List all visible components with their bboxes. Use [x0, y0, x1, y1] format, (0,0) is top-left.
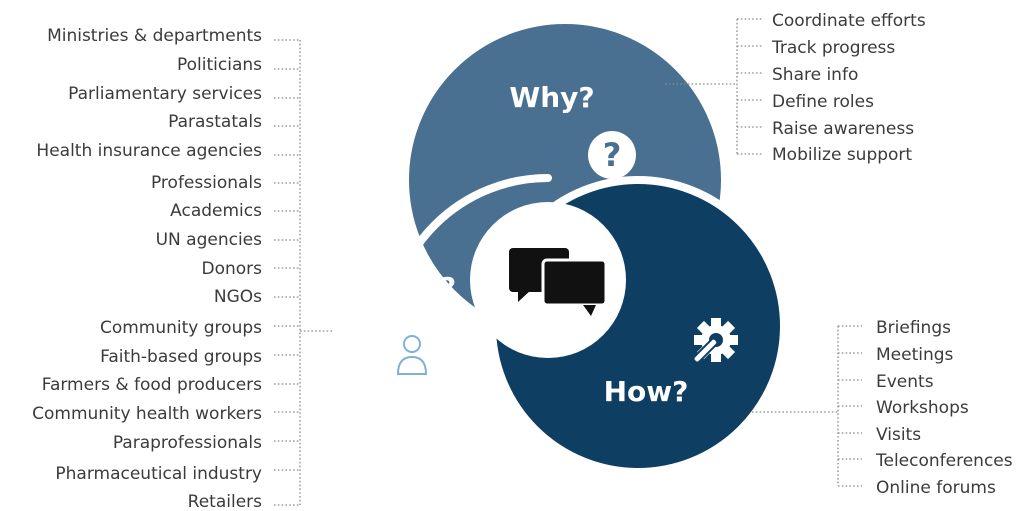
- who-item: Pharmaceutical industry: [55, 464, 262, 484]
- gear-wrench-icon: [692, 318, 738, 364]
- how-item: Briefings: [876, 318, 951, 338]
- why-list: Coordinate efforts Track progress Share …: [771, 11, 926, 165]
- who-item: UN agencies: [156, 230, 263, 250]
- why-title: Why?: [509, 81, 594, 114]
- who-item: Community groups: [100, 318, 262, 338]
- chat-bubbles-icon: [509, 248, 608, 316]
- people-group-icon: [377, 335, 447, 375]
- how-item: Meetings: [876, 345, 954, 365]
- how-item: Visits: [876, 425, 921, 445]
- who-item: Retailers: [188, 492, 262, 511]
- how-item: Workshops: [876, 398, 969, 418]
- who-item: Health insurance agencies: [36, 141, 262, 161]
- why-item: Mobilize support: [772, 145, 912, 165]
- how-item: Online forums: [876, 478, 996, 498]
- why-item: Track progress: [771, 38, 895, 58]
- how-item: Teleconferences: [875, 451, 1013, 471]
- who-bracket: [274, 39, 334, 506]
- how-item: Events: [876, 372, 934, 392]
- who-item: NGOs: [214, 287, 262, 307]
- who-crescent: [384, 174, 552, 502]
- why-item: Share info: [772, 65, 858, 85]
- who-item: Academics: [170, 201, 262, 221]
- svg-text:?: ?: [603, 136, 622, 174]
- question-mark-icon: ?: [588, 131, 636, 179]
- who-item: Politicians: [177, 55, 262, 75]
- who-item: Farmers & food producers: [42, 375, 262, 395]
- who-item: Community health workers: [32, 404, 262, 424]
- who-title: Who?: [370, 271, 456, 304]
- who-item: Parastatals: [168, 112, 262, 132]
- who-item: Faith-based groups: [100, 347, 262, 367]
- how-list: Briefings Meetings Events Workshops Visi…: [875, 318, 1013, 498]
- who-list: Ministries & departments Politicians Par…: [32, 26, 262, 511]
- why-item: Raise awareness: [772, 119, 914, 139]
- why-item: Define roles: [772, 92, 874, 112]
- who-item: Donors: [201, 259, 262, 279]
- who-item: Professionals: [151, 173, 262, 193]
- why-bracket: [665, 18, 762, 155]
- why-item: Coordinate efforts: [772, 11, 926, 31]
- who-item: Paraprofessionals: [113, 433, 262, 453]
- who-item: Parliamentary services: [68, 84, 262, 104]
- how-title: How?: [604, 375, 689, 408]
- how-bracket: [752, 325, 862, 487]
- who-item: Ministries & departments: [47, 26, 262, 46]
